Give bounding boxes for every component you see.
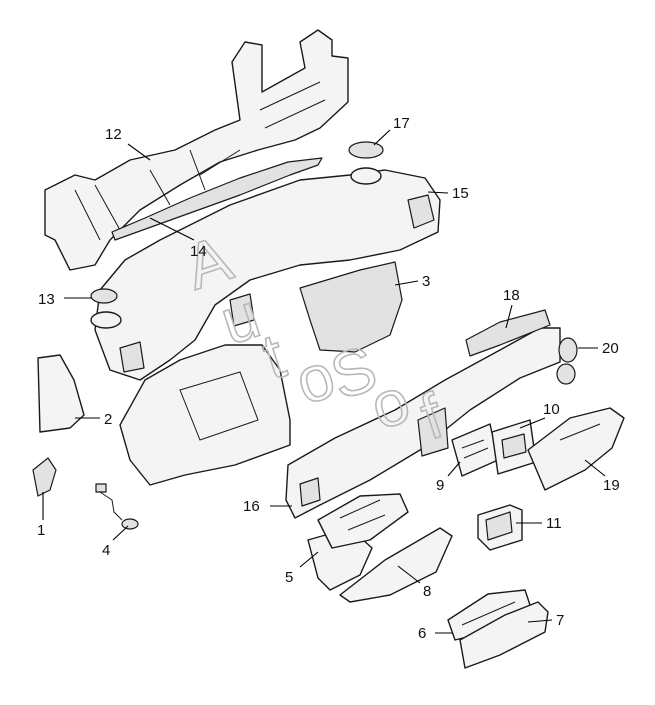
callout-4: 4	[102, 542, 110, 559]
lower-dash-panel	[119, 344, 291, 486]
leader-lines	[42, 129, 606, 634]
part-1-switch	[32, 457, 57, 497]
dashboard-top-panel	[94, 157, 441, 381]
callout-2: 2	[104, 411, 112, 428]
part-11-panel-module	[477, 504, 523, 551]
callout-14: 14	[190, 243, 207, 260]
part-8-knee-panel	[339, 527, 453, 603]
callout-6: 6	[418, 625, 426, 642]
callout-11: 11	[546, 515, 562, 532]
callout-1: 1	[37, 522, 45, 539]
part-12-support-frame	[44, 29, 349, 271]
part-14-defroster-grille	[111, 157, 323, 241]
callout-7: 7	[556, 612, 564, 629]
callout-10: 10	[543, 401, 560, 418]
part-19-glove-box	[527, 407, 625, 491]
callout-16: 16	[243, 498, 260, 515]
center-console-trim	[317, 493, 409, 549]
part-17-speaker	[348, 141, 384, 185]
callout-5: 5	[285, 569, 293, 586]
part-9-radio-bezel	[451, 423, 499, 477]
part-16-lower-instrument-panel	[285, 327, 561, 519]
part-7-tray-cover	[459, 601, 549, 669]
part-4-sensor	[95, 483, 139, 530]
part-10-climate-control	[491, 419, 537, 475]
part-13-speaker	[90, 288, 122, 329]
callout-18: 18	[503, 287, 520, 304]
callout-15: 15	[452, 185, 469, 202]
callout-9: 9	[436, 477, 444, 494]
callout-19: 19	[603, 477, 620, 494]
callout-20: 20	[602, 340, 619, 357]
part-20-vent	[556, 337, 578, 385]
callout-labels: 1 2 3 4 5 6 7 8 9 10 11 12 13 14 15 16 1…	[37, 115, 620, 642]
part-3-instrument-cluster-hood	[299, 261, 403, 353]
callout-3: 3	[422, 273, 430, 290]
callout-12: 12	[105, 126, 122, 143]
callout-8: 8	[423, 583, 431, 600]
callout-13: 13	[38, 291, 55, 308]
part-15-side-vent	[407, 194, 435, 229]
part-2-side-cover	[37, 354, 85, 433]
callout-17: 17	[393, 115, 410, 132]
part-18-trim-strip	[465, 309, 551, 357]
